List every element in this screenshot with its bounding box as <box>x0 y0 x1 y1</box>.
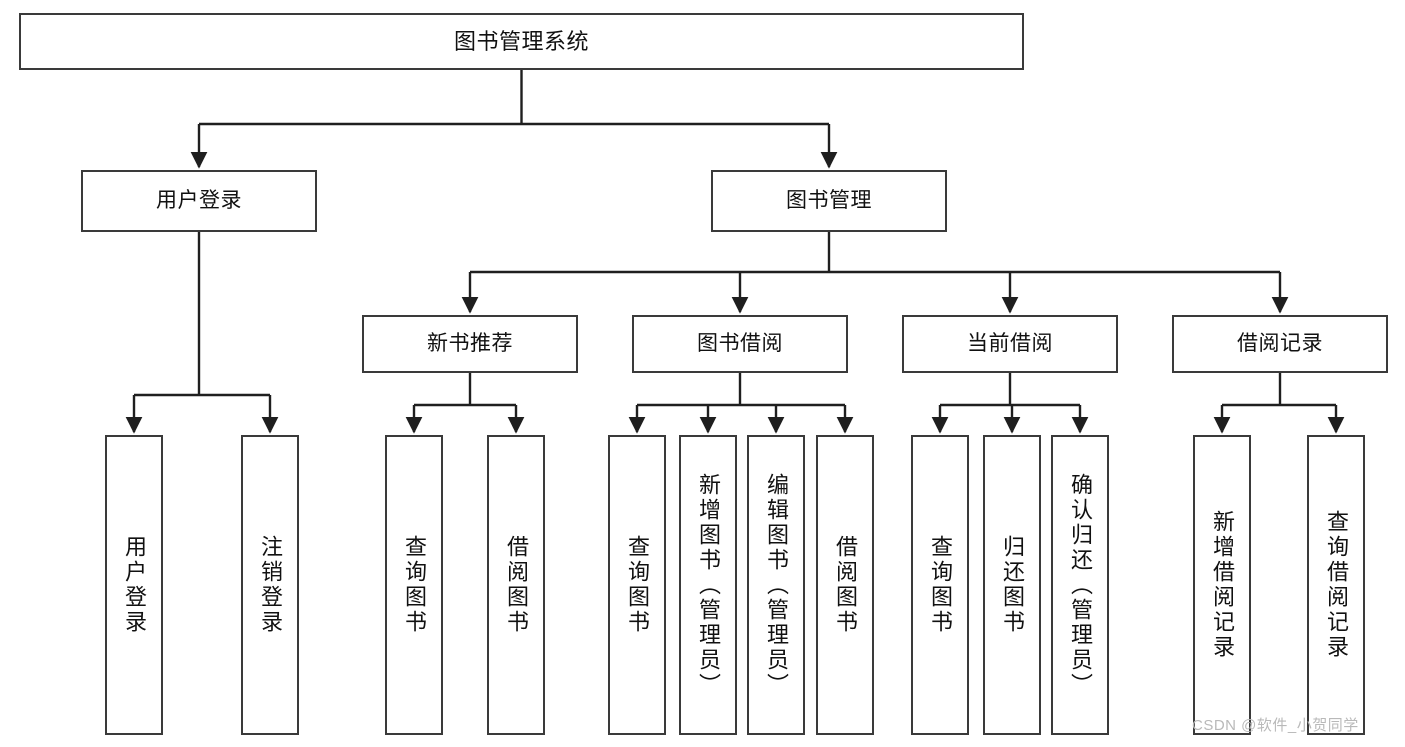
node-leaf-query-borrow-record-label: 查询借阅记录 <box>1324 510 1349 660</box>
node-leaf-confirm-return-admin[interactable]: 确认归还（管理员） <box>1051 435 1109 735</box>
node-leaf-add-borrow-record[interactable]: 新增借阅记录 <box>1193 435 1251 735</box>
node-leaf-borrow-book[interactable]: 借阅图书 <box>816 435 874 735</box>
node-leaf-query-book-current-label: 查询图书 <box>928 535 953 635</box>
node-leaf-query-book-current[interactable]: 查询图书 <box>911 435 969 735</box>
node-leaf-edit-book-admin-label: 编辑图书（管理员） <box>764 472 789 698</box>
node-user-login[interactable]: 用户登录 <box>81 170 317 232</box>
node-current-borrow[interactable]: 当前借阅 <box>902 315 1118 373</box>
csdn-watermark: CSDN @软件_小贺同学 <box>1192 717 1359 734</box>
node-root[interactable]: 图书管理系统 <box>19 13 1024 70</box>
node-new-book-recommend[interactable]: 新书推荐 <box>362 315 578 373</box>
node-leaf-query-borrow-record[interactable]: 查询借阅记录 <box>1307 435 1365 735</box>
node-leaf-borrow-book-recommend[interactable]: 借阅图书 <box>487 435 545 735</box>
node-leaf-add-book-admin-label: 新增图书（管理员） <box>696 472 721 698</box>
node-leaf-edit-book-admin[interactable]: 编辑图书（管理员） <box>747 435 805 735</box>
node-leaf-query-book-recommend-label: 查询图书 <box>402 535 427 635</box>
node-new-book-recommend-label: 新书推荐 <box>427 331 513 355</box>
node-leaf-query-book-recommend[interactable]: 查询图书 <box>385 435 443 735</box>
node-leaf-query-book-borrow[interactable]: 查询图书 <box>608 435 666 735</box>
node-leaf-add-borrow-record-label: 新增借阅记录 <box>1210 510 1235 660</box>
node-leaf-add-book-admin[interactable]: 新增图书（管理员） <box>679 435 737 735</box>
node-borrow-record[interactable]: 借阅记录 <box>1172 315 1388 373</box>
node-leaf-confirm-return-admin-label: 确认归还（管理员） <box>1068 472 1093 698</box>
node-book-borrow-label: 图书借阅 <box>697 331 783 355</box>
node-leaf-query-book-borrow-label: 查询图书 <box>625 535 650 635</box>
node-leaf-logout-login-label: 注销登录 <box>258 535 283 635</box>
node-borrow-record-label: 借阅记录 <box>1237 331 1323 355</box>
node-leaf-user-login-label: 用户登录 <box>122 535 147 635</box>
node-leaf-borrow-book-recommend-label: 借阅图书 <box>504 535 529 635</box>
node-current-borrow-label: 当前借阅 <box>967 331 1053 355</box>
node-book-borrow[interactable]: 图书借阅 <box>632 315 848 373</box>
node-leaf-borrow-book-label: 借阅图书 <box>833 535 858 635</box>
node-leaf-return-book[interactable]: 归还图书 <box>983 435 1041 735</box>
node-root-label: 图书管理系统 <box>453 28 589 54</box>
node-leaf-return-book-label: 归还图书 <box>1000 535 1025 635</box>
node-leaf-user-login[interactable]: 用户登录 <box>105 435 163 735</box>
node-leaf-logout-login[interactable]: 注销登录 <box>241 435 299 735</box>
node-user-login-label: 用户登录 <box>156 188 242 212</box>
node-book-manage[interactable]: 图书管理 <box>711 170 947 232</box>
node-book-manage-label: 图书管理 <box>786 188 872 212</box>
